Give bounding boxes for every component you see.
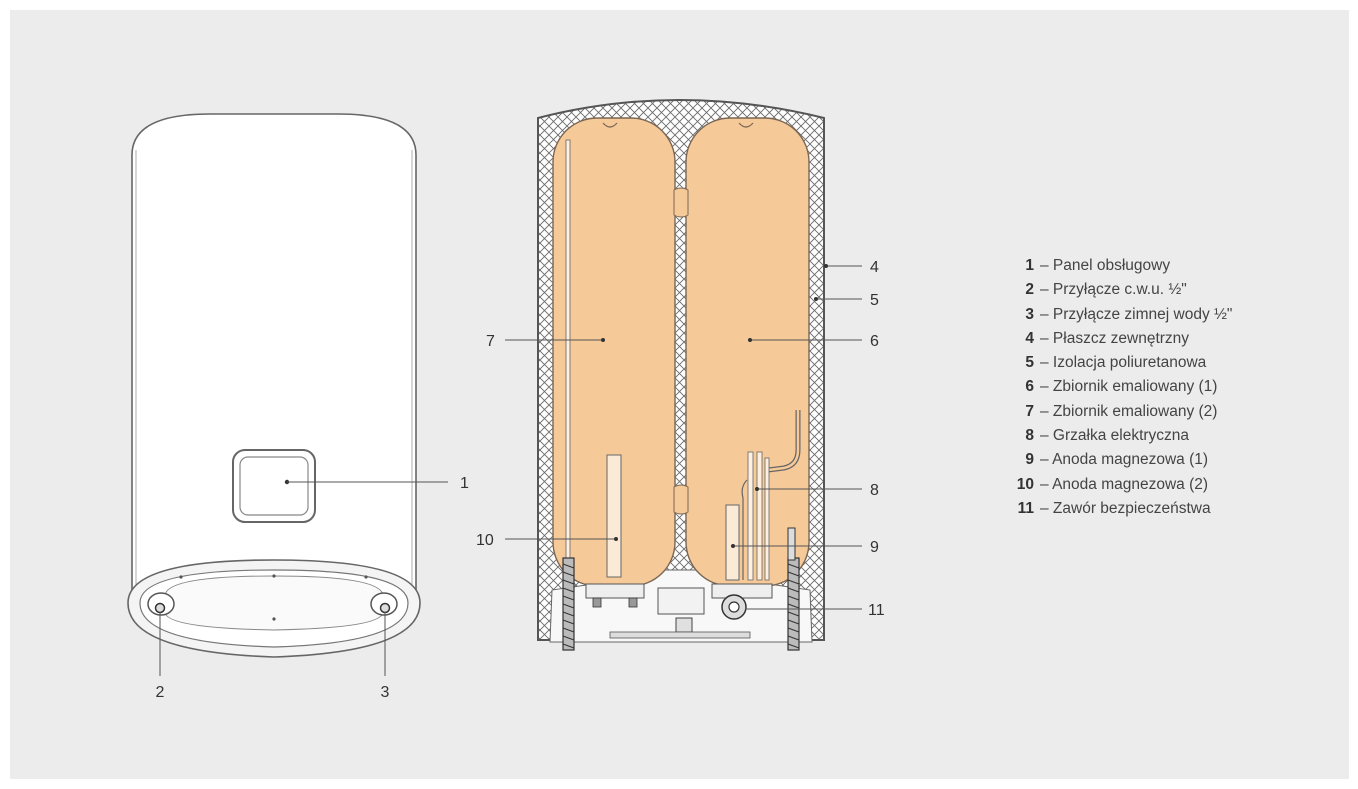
flange-bolt: [592, 597, 602, 608]
tank-connector-top: [673, 187, 689, 218]
legend-item: 2 – Przyłącze c.w.u. ½": [1008, 278, 1232, 302]
callout-11: 11: [868, 602, 885, 619]
legend-text: – Przyłącze zimnej wody ½": [1040, 305, 1233, 323]
leader-dot: [824, 264, 828, 268]
bottom-bracket: [657, 587, 705, 615]
legend-item: 10 – Anoda magnezowa (2): [1008, 473, 1232, 497]
callout-1: 1: [460, 475, 469, 492]
legend-number: 6: [1025, 378, 1034, 396]
leader-dot: [731, 544, 735, 548]
legend-number: 4: [1025, 329, 1034, 347]
screw-dot: [272, 617, 276, 621]
right-flange: [711, 583, 773, 599]
legend-text: – Anoda magnezowa (1): [1040, 451, 1209, 469]
cold-water-connector-pipe: [379, 602, 391, 614]
safety-valve-stem: [787, 527, 796, 561]
callout-6: 6: [870, 333, 879, 350]
leader-dot: [755, 487, 759, 491]
control-panel-inner: [239, 456, 309, 516]
tank-left-top-notch: [602, 122, 618, 128]
legend-item: 1 – Panel obsługowy: [1008, 254, 1232, 278]
legend: 1 – Panel obsługowy 2 – Przyłącze c.w.u. ½…: [1008, 254, 1233, 521]
legend-text: – Zbiornik emaliowany (2): [1040, 402, 1218, 420]
legend-text: – Izolacja poliuretanowa: [1040, 354, 1207, 372]
tank-connector-bottom: [673, 484, 689, 515]
safety-valve-core: [728, 601, 740, 613]
legend-text: – Anoda magnezowa (2): [1040, 475, 1209, 493]
legend-number: 10: [1016, 475, 1034, 493]
tank-right-top-notch: [738, 122, 754, 128]
electrical-box: [675, 617, 693, 633]
callout-10: 10: [476, 532, 494, 549]
screw-dot: [179, 575, 183, 579]
legend-number: 5: [1025, 354, 1034, 372]
magnesium-anode-1: [725, 504, 740, 581]
legend-item: 4 – Płaszcz zewnętrzny: [1008, 327, 1232, 351]
legend-number: 7: [1025, 402, 1034, 420]
legend-item: 11 – Zawór bezpieczeństwa: [1008, 497, 1232, 521]
legend-number: 3: [1025, 305, 1034, 323]
control-panel: [232, 449, 316, 523]
screw-dot: [364, 575, 368, 579]
thread-lines-right: [787, 563, 800, 649]
tank-right: [685, 117, 810, 587]
heating-element-rod: [747, 451, 754, 581]
legend-item: 7 – Zbiornik emaliowany (2): [1008, 400, 1232, 424]
legend-item: 8 – Grzałka elektryczna: [1008, 424, 1232, 448]
leader-dot: [748, 338, 752, 342]
leader-dot: [601, 338, 605, 342]
leader-dots: [601, 264, 828, 548]
heating-element-tube-inner: [767, 410, 800, 472]
left-flange: [585, 583, 645, 599]
heating-element-rod: [756, 451, 763, 581]
callout-2: 2: [156, 684, 165, 701]
callout-7: 7: [486, 333, 495, 350]
legend-number: 9: [1025, 451, 1034, 469]
bottom-rail: [609, 631, 751, 639]
screw-dot: [272, 574, 276, 578]
legend-item: 6 – Zbiornik emaliowany (1): [1008, 375, 1232, 399]
heating-element-rod: [764, 457, 770, 581]
section-view: [537, 99, 825, 651]
legend-number: 8: [1025, 427, 1034, 445]
callout-3: 3: [381, 684, 390, 701]
legend-text: – Zawór bezpieczeństwa: [1040, 499, 1211, 517]
legend-text: – Grzałka elektryczna: [1040, 427, 1190, 445]
legend-text: – Panel obsługowy: [1040, 257, 1171, 274]
legend-number: 1: [1025, 257, 1034, 274]
callout-9: 9: [870, 539, 879, 556]
callout-5: 5: [870, 292, 879, 309]
legend-text: – Przyłącze c.w.u. ½": [1040, 281, 1187, 299]
leader-dot: [814, 297, 818, 301]
flange-bolt: [628, 597, 638, 608]
front-view: [127, 113, 421, 658]
leader-lines: [159, 265, 862, 676]
thread-lines-left: [562, 563, 575, 649]
heating-element-loop: [741, 479, 748, 580]
legend-item: 3 – Przyłącze zimnej wody ½": [1008, 303, 1232, 327]
callout-4: 4: [870, 259, 879, 276]
legend-text: – Płaszcz zewnętrzny: [1040, 329, 1190, 347]
legend-number: 2: [1025, 281, 1034, 299]
legend-number: 11: [1017, 499, 1034, 517]
magnesium-anode-2: [606, 454, 622, 578]
hot-water-connector-pipe: [154, 602, 166, 614]
legend-item: 5 – Izolacja poliuretanowa: [1008, 351, 1232, 375]
dip-tube: [565, 139, 571, 569]
leader-dot: [614, 537, 618, 541]
legend-text: – Zbiornik emaliowany (1): [1040, 378, 1218, 396]
legend-item: 9 – Anoda magnezowa (1): [1008, 448, 1232, 472]
bottom-base-plate: [164, 575, 384, 631]
callout-8: 8: [870, 482, 879, 499]
